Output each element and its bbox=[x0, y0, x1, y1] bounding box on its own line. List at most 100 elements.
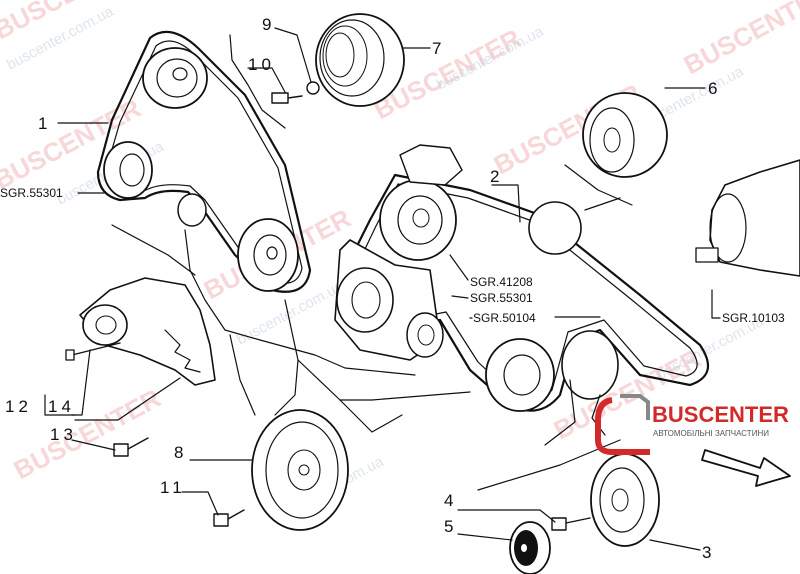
bolt-10-head bbox=[271, 92, 289, 104]
ref-label-55301: SGR.55301 bbox=[470, 291, 533, 305]
bolt-13-shaft bbox=[127, 437, 149, 450]
starter-motor-face bbox=[709, 193, 747, 263]
bolt-11-shaft bbox=[227, 509, 245, 520]
leader-lines bbox=[44, 27, 721, 551]
part-label-9: 9 bbox=[262, 15, 271, 34]
cut-line-9 bbox=[544, 379, 576, 446]
part-label-11: 11 bbox=[160, 478, 186, 497]
part-label-8: 8 bbox=[174, 443, 183, 462]
pulley-center-idler bbox=[528, 201, 582, 255]
arrow-icon bbox=[701, 449, 791, 487]
pulley-6-body bbox=[582, 92, 668, 178]
part-3-pulley bbox=[590, 453, 660, 547]
belt-system-left bbox=[96, 30, 312, 293]
watermark-brand: BUSCENTER bbox=[9, 383, 166, 486]
leader-5 bbox=[457, 533, 513, 541]
leader-sgr-41208 bbox=[449, 254, 469, 281]
cut-line-4 bbox=[274, 299, 299, 416]
starter-motor-shaft bbox=[695, 247, 719, 263]
pulley-left-idler-hub bbox=[119, 153, 145, 187]
leader-14 bbox=[71, 349, 91, 416]
leader-12 bbox=[44, 394, 76, 416]
tensioner-pulley-hub bbox=[95, 315, 117, 335]
pulley-3-hub bbox=[611, 488, 629, 512]
part-label-7: 7 bbox=[432, 39, 441, 58]
pulley-lower-left-hub bbox=[253, 234, 287, 276]
part-label-1: 1 bbox=[38, 114, 47, 133]
reference-labels: SGR.55301 SGR.41208 SGR.55301 SGR.50104 … bbox=[0, 186, 785, 325]
logo-mark-secondary-icon bbox=[620, 394, 650, 420]
pulley-8-center bbox=[298, 464, 310, 476]
tensioner-body bbox=[79, 277, 216, 386]
part-13-bolt bbox=[113, 437, 149, 457]
pulley-upper-left-center bbox=[172, 67, 188, 81]
bolt-10-shaft bbox=[287, 95, 303, 99]
pulley-8-groove bbox=[265, 421, 339, 519]
leader-11 bbox=[181, 491, 219, 516]
engine-bracket bbox=[399, 144, 463, 186]
pulley-7-center bbox=[325, 32, 355, 78]
pulley-center-upper bbox=[379, 179, 457, 261]
tensioner-bolt bbox=[71, 342, 121, 356]
part-4-bolt bbox=[551, 517, 591, 531]
pulley-center-upper-hub bbox=[397, 195, 443, 245]
cap-5-center bbox=[521, 544, 527, 552]
pulley-6-face bbox=[589, 107, 635, 173]
part-label-5: 5 bbox=[444, 517, 453, 536]
cut-line-12 bbox=[229, 34, 286, 129]
pulley-center-lower bbox=[485, 338, 555, 412]
ref-label-41208: SGR.41208 bbox=[470, 275, 533, 289]
cut-line-7 bbox=[564, 164, 633, 206]
part-label-13: 13 bbox=[50, 425, 77, 444]
part-8-pulley bbox=[251, 409, 349, 531]
tensioner-pulley bbox=[82, 304, 128, 346]
bolt-11-head bbox=[213, 513, 229, 527]
bolt-4-shaft bbox=[565, 517, 591, 524]
logo-mark-icon bbox=[595, 397, 650, 455]
pulley-center-lower-hub bbox=[503, 354, 541, 396]
leader-3 bbox=[649, 539, 701, 551]
pulley-center-right bbox=[561, 330, 619, 400]
pulley-7-groove bbox=[319, 19, 385, 97]
part-5-cap bbox=[509, 521, 551, 574]
tensioner-spring bbox=[164, 329, 201, 373]
part-label-4: 4 bbox=[444, 491, 453, 510]
pulley-center-upper-center bbox=[412, 208, 430, 228]
alternator-pulley bbox=[336, 267, 394, 333]
leader-4 bbox=[457, 509, 556, 523]
washer-9 bbox=[306, 81, 320, 95]
tensioner-bolt-head bbox=[65, 349, 75, 361]
pulley-8-hub bbox=[287, 449, 321, 491]
bolt-4-head bbox=[551, 517, 567, 531]
pulley-3-face bbox=[599, 467, 645, 533]
starter-motor-body bbox=[709, 159, 800, 277]
part-label-14: 14 bbox=[48, 397, 75, 416]
pulley-left-idler bbox=[103, 141, 153, 199]
part-6-pulley bbox=[582, 92, 668, 178]
part-label-12: 12 bbox=[5, 397, 32, 416]
part-number-labels: 1 2 3 4 5 6 7 8 9 10 11 12 13 14 bbox=[5, 15, 717, 562]
logo-name: BUSCENTER bbox=[652, 402, 789, 427]
bolt-13-head bbox=[113, 443, 129, 457]
part-7-pulley bbox=[315, 13, 405, 107]
ref-label-left: SGR.55301 bbox=[0, 186, 63, 200]
logo-tagline: АВТОМОБІЛЬНІ ЗАПЧАСТИНИ bbox=[653, 429, 769, 438]
leader-10 bbox=[247, 67, 286, 93]
starter-motor bbox=[695, 159, 800, 277]
part-9-10-fasteners bbox=[271, 81, 320, 104]
leader-12b bbox=[74, 377, 181, 421]
part-label-6: 6 bbox=[708, 79, 717, 98]
leader-sgr-10103 bbox=[711, 289, 721, 319]
pulley-upper-left-hub bbox=[156, 58, 198, 98]
cut-line-8 bbox=[584, 197, 621, 211]
part-label-2: 2 bbox=[490, 167, 499, 186]
alternator-pulley-hub bbox=[351, 281, 381, 319]
pulley-6-center bbox=[603, 127, 621, 153]
cut-line-3 bbox=[229, 334, 256, 416]
ref-label-10103: SGR.10103 bbox=[722, 311, 785, 325]
part-label-10: 10 bbox=[248, 55, 275, 74]
pulley-center-tensioner-hub bbox=[417, 324, 435, 346]
pulley-lower-left bbox=[237, 218, 299, 292]
